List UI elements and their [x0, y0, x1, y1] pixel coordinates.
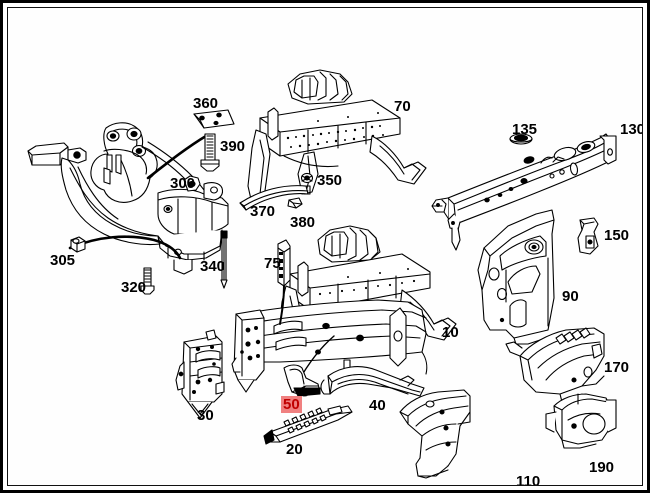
part-70-wheelhouse-upper: [248, 70, 426, 204]
part-135-clipnut: [510, 134, 532, 144]
part-130-side-rail: [432, 134, 616, 250]
part-30-bracket: [176, 330, 224, 418]
part-50-gusset: [284, 365, 320, 396]
part-390-bolt: [201, 134, 219, 171]
part-190-end-cap: [546, 394, 616, 448]
part-10-longitudinal-member: [232, 226, 456, 392]
callout-label-370: 370: [250, 203, 276, 220]
part-320-bolt: [141, 268, 154, 294]
diagram-inner-frame: 360 390 70 135 130 300 350 370 380 150 3…: [7, 7, 643, 486]
callout-label-10: 10: [442, 324, 459, 341]
callout-label-150: 150: [604, 227, 630, 244]
callout-label-305: 305: [50, 252, 76, 269]
part-350-washer: [302, 173, 313, 182]
callout-label-75: 75: [264, 255, 281, 272]
diagram-artwork: [8, 8, 643, 486]
part-305-nut: [71, 237, 85, 252]
part-110-box-member: [400, 390, 470, 478]
callout-label-350: 350: [317, 172, 343, 189]
part-380-clip: [288, 198, 302, 208]
callout-label-190: 190: [589, 459, 615, 476]
part-150-angle-bracket: [578, 218, 598, 254]
callout-label-50-highlighted[interactable]: 50: [281, 396, 302, 413]
callout-label-20: 20: [286, 441, 303, 458]
part-300-subframe: [28, 123, 228, 274]
part-360-plate: [194, 110, 234, 128]
callout-label-170: 170: [604, 359, 630, 376]
callout-label-360: 360: [193, 95, 219, 112]
part-340-stud: [221, 231, 227, 288]
callout-label-40: 40: [369, 397, 386, 414]
part-75-strip: [278, 240, 290, 324]
callout-label-320: 320: [121, 279, 147, 296]
part-370-brace: [240, 186, 310, 210]
callout-label-70: 70: [394, 98, 411, 115]
callout-label-340: 340: [200, 258, 226, 275]
callout-label-30: 30: [197, 407, 214, 424]
callout-label-135: 135: [512, 121, 538, 138]
part-90-side-panel: [478, 210, 554, 344]
callout-label-300: 300: [170, 175, 196, 192]
callout-label-380: 380: [290, 214, 316, 231]
callout-label-90: 90: [562, 288, 579, 305]
part-20-rail-strip: [264, 406, 352, 444]
callout-label-110: 110: [516, 473, 541, 486]
callout-label-130: 130: [620, 121, 643, 138]
callout-label-390: 390: [220, 138, 246, 155]
part-40-reinforcement: [321, 367, 424, 396]
part-170-closing-panel: [506, 328, 604, 402]
